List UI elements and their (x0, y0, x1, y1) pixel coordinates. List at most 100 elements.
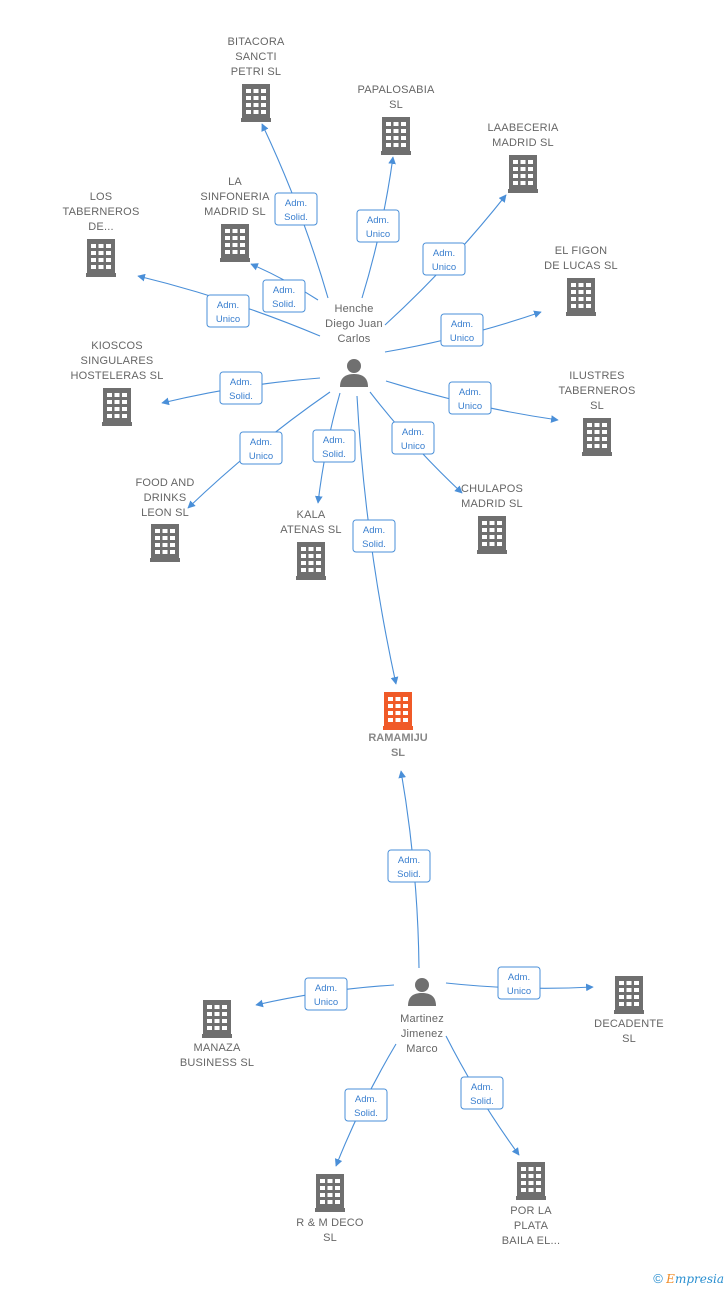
building-icon (477, 516, 507, 554)
role-badge-text: Unico (432, 262, 456, 273)
company-name-line: KALA (297, 509, 326, 521)
company-node-kala[interactable]: KALA ATENAS SL (280, 509, 342, 580)
company-name-line: SL (323, 1232, 337, 1244)
brand-initial: E (666, 1272, 675, 1286)
person-name-line: Martinez (400, 1013, 444, 1025)
person-name-line: Henche (334, 303, 373, 315)
person-name-line: Carlos (338, 333, 371, 345)
person-name-line: Marco (406, 1043, 438, 1055)
company-name-line: R & M DECO (296, 1217, 364, 1229)
role-badge-henche-bitacora[interactable]: Adm. Solid. (274, 192, 318, 226)
role-badge-text: Solid. (284, 212, 308, 223)
company-name-line: DE LUCAS SL (544, 260, 618, 272)
role-badge-henche-papalosabia[interactable]: Adm. Unico (356, 209, 400, 243)
company-name-line: LEON SL (141, 507, 189, 519)
company-name-line: SANCTI (235, 51, 277, 63)
role-badge-text: Solid. (322, 449, 346, 460)
copyright-icon: © (653, 1271, 663, 1286)
building-icon (566, 278, 596, 316)
role-badge-henche-laabeceria[interactable]: Adm.Unico (422, 242, 466, 276)
company-name-line: SL (622, 1033, 636, 1045)
building-icon (582, 418, 612, 456)
building-icon (381, 117, 411, 155)
building-icon (202, 1000, 232, 1038)
building-icon (86, 239, 116, 277)
role-badge-text: Adm. (471, 1082, 493, 1093)
company-name-line: HOSTELERAS SL (70, 370, 163, 382)
company-name-line: DRINKS (144, 492, 187, 504)
role-badge-text: Unico (314, 997, 338, 1008)
role-badge-text: Adm. (323, 435, 345, 446)
role-badge-text: Adm. (355, 1094, 377, 1105)
company-node-taberneros[interactable]: LOSTABERNEROSDE... (63, 191, 140, 277)
building-icon (614, 976, 644, 1014)
building-icon (516, 1162, 546, 1200)
role-badge-martinez-ramamiju[interactable]: Adm.Solid. (387, 849, 431, 883)
role-badge-henche-sinfoneria[interactable]: Adm.Solid. (262, 279, 306, 313)
role-badge-text: Adm. (250, 437, 272, 448)
person-name-line: Diego Juan (325, 318, 383, 330)
company-name-line: DE... (88, 221, 113, 233)
role-badge-text: Adm. (508, 972, 530, 983)
role-badge-text: Solid. (470, 1096, 494, 1107)
role-badge-text: Adm. (398, 855, 420, 866)
role-badge-martinez-porla[interactable]: Adm. Solid. (460, 1076, 504, 1110)
role-badge-martinez-decadente[interactable]: Adm. Unico (497, 966, 541, 1000)
role-badge-henche-food[interactable]: Adm.Unico (239, 431, 283, 465)
role-badge-henche-chulapos[interactable]: Adm.Unico (391, 421, 435, 455)
role-badge-text: Adm. (459, 387, 481, 398)
company-node-rmdeco[interactable]: R & M DECO SL (296, 1174, 364, 1244)
company-name-line: SL (389, 99, 403, 111)
building-icon (296, 542, 326, 580)
role-badge-text: Solid. (272, 299, 296, 310)
role-badge-henche-taberneros[interactable]: Adm.Unico (206, 294, 250, 328)
company-name-line: MANAZA (193, 1042, 240, 1054)
company-name-line: TABERNEROS (63, 206, 140, 218)
role-badge-henche-kala[interactable]: Adm. Solid. (312, 429, 356, 463)
person-name-line: Jimenez (401, 1028, 443, 1040)
company-name-line: ILUSTRES (569, 370, 624, 382)
role-badge-text: Adm. (230, 377, 252, 388)
role-badge-text: Adm. (285, 198, 307, 209)
company-name-line: SINFONERIA (200, 191, 270, 203)
company-name-line: PETRI SL (231, 66, 282, 78)
role-badge-text: Unico (401, 441, 425, 452)
role-badge-text: Unico (507, 986, 531, 997)
brand-logo: © Empresia (653, 1271, 724, 1286)
building-icon (102, 388, 132, 426)
company-name-line: BAILA EL... (502, 1235, 560, 1247)
company-name-line: CHULAPOS (461, 483, 523, 495)
role-badge-text: Adm. (217, 300, 239, 311)
role-badge-text: Solid. (362, 539, 386, 550)
company-name-line: KIOSCOS (91, 340, 143, 352)
role-badge-text: Unico (458, 401, 482, 412)
role-badge-text: Adm. (367, 215, 389, 226)
company-name-line: BITACORA (227, 36, 284, 48)
company-node-bitacora[interactable]: BITACORA SANCTI PETRI SL (227, 36, 285, 122)
role-badge-martinez-manaza[interactable]: Adm.Unico (304, 977, 348, 1011)
company-name-line: LA (228, 176, 242, 188)
company-name-line: MADRID SL (204, 206, 266, 218)
company-node-sinfoneria[interactable]: LA SINFONERIA MADRID SL (200, 176, 270, 262)
company-name-line: ATENAS SL (280, 524, 342, 536)
role-badge-martinez-rmdeco[interactable]: Adm.Solid. (344, 1088, 388, 1122)
role-badge-henche-ramamiju[interactable]: Adm.Solid. (352, 519, 396, 553)
role-badge-henche-kioscos[interactable]: Adm.Solid. (219, 371, 263, 405)
building-icon (315, 1174, 345, 1212)
role-badge-text: Unico (366, 229, 390, 240)
role-badge-henche-ilustres[interactable]: Adm. Unico (448, 381, 492, 415)
role-badge-henche-figon[interactable]: Adm.Unico (440, 313, 484, 347)
